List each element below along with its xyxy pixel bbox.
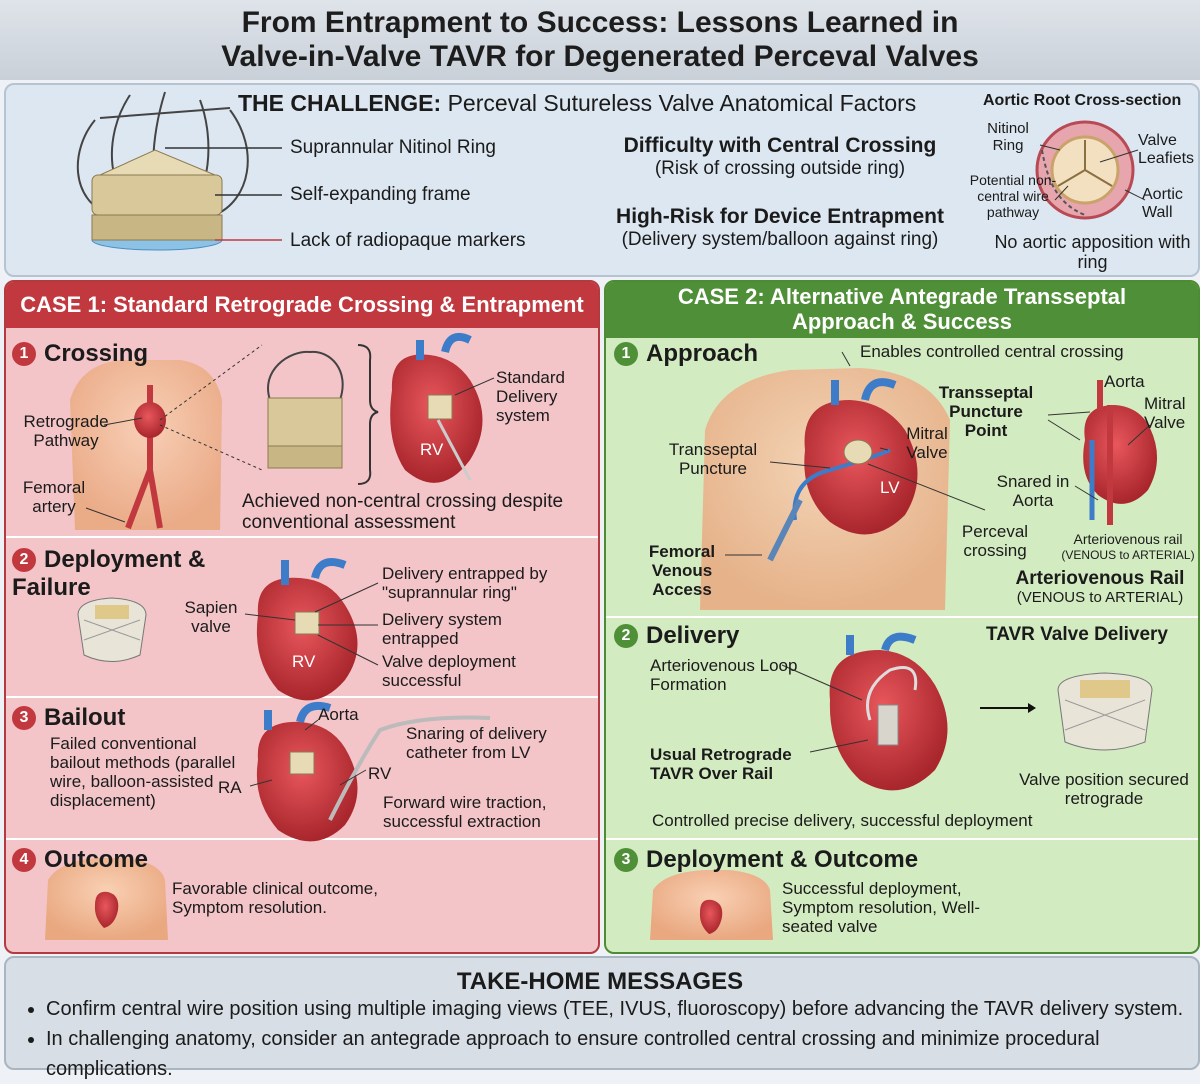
outcome-heart-1: [94, 891, 119, 928]
cross-section-leaflets: Valve Leafiets: [1138, 132, 1195, 167]
take-home-item-1: Confirm central wire position using mult…: [46, 994, 1200, 1024]
case2-usual-label: Usual Retrograde TAVR Over Rail: [650, 745, 792, 783]
case1-femoral-label: Femoral artery: [22, 478, 86, 516]
take-home-item-2: In challenging anatomy, consider an ante…: [46, 1024, 1200, 1084]
case2-tp-point-label: Transseptal Puncture Point: [938, 383, 1034, 440]
take-home-panel: [4, 956, 1200, 1070]
case2-divider-2: [606, 838, 1198, 840]
case2-tavr-label: TAVR Valve Delivery: [986, 624, 1169, 645]
difficulty-block: Difficulty with Central Crossing (Risk o…: [623, 134, 937, 179]
case1-rv-label-1: RV: [420, 440, 444, 459]
title-line-1: From Entrapment to Success: Lessons Lear…: [241, 6, 959, 39]
label-self-expanding-frame: Self-expanding frame: [290, 184, 471, 205]
case2-mitral-label: Mitral Valve: [906, 424, 948, 462]
case2-aorta-label: Aorta: [1104, 372, 1145, 391]
risk-block: High-Risk for Device Entrapment (Deliver…: [616, 205, 944, 250]
case1-snaring-label: Snaring of delivery catheter from LV: [406, 724, 547, 762]
case2-header: CASE 2: Alternative Antegrade Transsepta…: [606, 282, 1198, 338]
label-radiopaque: Lack of radiopaque markers: [290, 230, 526, 251]
case1-outcome-desc: Favorable clinical outcome, Symptom reso…: [172, 879, 378, 917]
torso-illustration: [70, 360, 222, 530]
case1-entrapped-ring-label: Delivery entrapped by "suprannular ring": [382, 564, 548, 602]
case1-rv-label-2: RV: [292, 652, 316, 671]
case1-forward-label: Forward wire traction, successful extrac…: [383, 793, 547, 831]
case1-rv-label-3: RV: [368, 764, 392, 783]
case2-transseptal-label: Transseptal Puncture: [668, 440, 758, 478]
cross-section-nitinol: Nitinol Ring: [987, 120, 1029, 154]
case1-header: CASE 1: Standard Retrograde Crossing & E…: [6, 282, 598, 328]
tavr-valve-illustration: [1057, 672, 1153, 751]
case2-heart-illustration-3: [781, 632, 948, 791]
cross-section-title: Aortic Root Cross-section: [983, 92, 1182, 109]
case2-secured-label: Valve position secured retrograde: [1019, 770, 1189, 808]
case2-loop-label: Arteriovenous Loop Formation: [650, 656, 798, 694]
challenge-heading: THE CHALLENGE: Perceval Sutureless Valve…: [238, 90, 917, 116]
case2-av-rail: Arteriovenous Rail (VENOUS to ARTERIAL): [1015, 568, 1185, 606]
case1-aorta-label: Aorta: [318, 705, 359, 724]
take-home-list: Confirm central wire position using mult…: [20, 994, 1200, 1084]
case1-retrograde-label: Retrograde Pathway: [23, 412, 109, 450]
case1-sapien-label: Sapien valve: [184, 598, 238, 636]
heart-illustration-2: [244, 558, 379, 701]
aortic-root-cross-section: [1035, 120, 1146, 220]
heart-icon: [134, 402, 166, 438]
cross-section-wall: Aortic Wall: [1142, 186, 1183, 221]
case1-deployment-success-label: Valve deployment successful: [382, 652, 516, 690]
title-line-2: Valve-in-Valve TAVR for Degenerated Perc…: [221, 40, 979, 73]
heart-illustration-3: [249, 701, 491, 842]
perceval-valve-illustration: [76, 91, 249, 251]
case2-heart-illustration-2: [1047, 380, 1158, 525]
case1-crossing-note: Achieved non-central crossing despite co…: [242, 491, 564, 533]
case1-delivery-entrapped-label: Delivery system entrapped: [382, 610, 502, 648]
heart-illustration-1: [390, 333, 495, 483]
case1-bailout-desc: Failed conventional bailout methods (par…: [50, 734, 236, 810]
outcome-heart-2: [699, 899, 723, 934]
case2-lv-label: LV: [880, 478, 900, 497]
case2-enables-label: Enables controlled central crossing: [860, 342, 1124, 361]
case2-divider-1: [606, 616, 1198, 618]
sapien-valve-illustration: [77, 597, 147, 662]
case2-perceval-label: Perceval crossing: [961, 522, 1029, 560]
case2-snared-label: Snared in Aorta: [996, 472, 1070, 510]
case2-av-rail-small: Arteriovenous rail (VENOUS to ARTERIAL): [1061, 531, 1195, 562]
case2-controlled-label: Controlled precise delivery, successful …: [652, 811, 1033, 830]
valve-zoom-illustration: [267, 350, 344, 469]
case2-mitral-label-2: Mitral Valve: [1144, 394, 1186, 432]
take-home-title: TAKE-HOME MESSAGES: [456, 968, 744, 995]
case1-divider-1: [6, 536, 598, 538]
title-banner: From Entrapment to Success: Lessons Lear…: [0, 0, 1200, 80]
case2-heart-illustration-1: [725, 378, 986, 562]
case2-femoral-label: Femoral Venous Access: [648, 542, 716, 599]
cross-section-pathway: Potential non-central wire pathway: [969, 172, 1057, 220]
case1-standard-label: Standard Delivery system: [496, 368, 565, 425]
cross-section-apposition: No aortic apposition with ring: [994, 232, 1191, 272]
case2-outcome-desc: Successful deployment, Symptom resolutio…: [782, 879, 981, 936]
case1-ra-label: RA: [218, 778, 242, 797]
label-nitinol-ring: Suprannular Nitinol Ring: [290, 137, 496, 158]
